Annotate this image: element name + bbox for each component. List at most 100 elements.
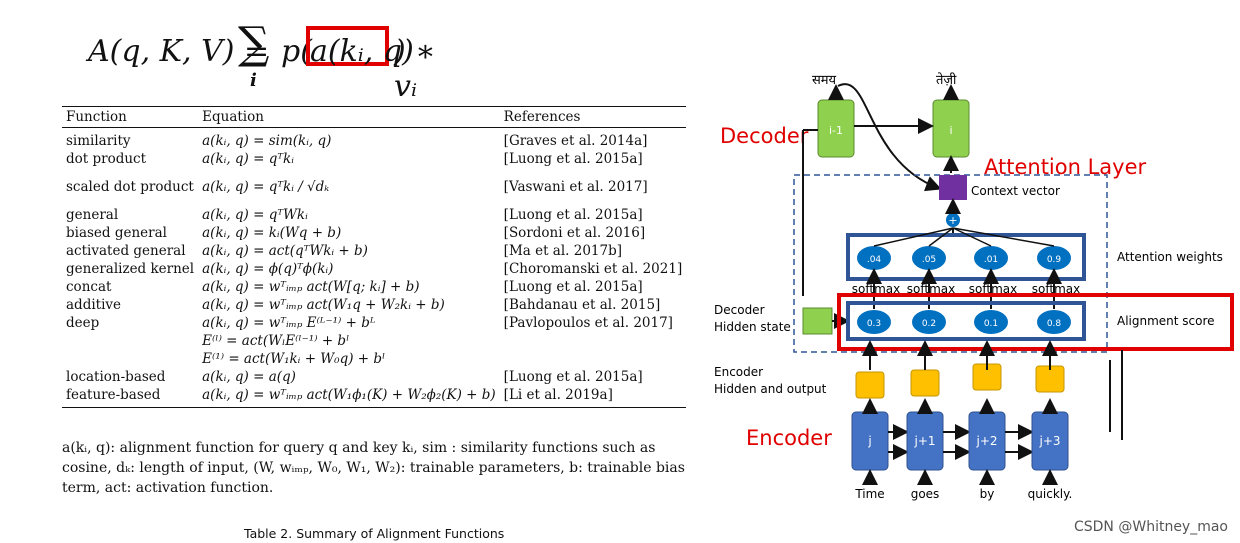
table-cell-equation: a(kᵢ, q) = wᵀᵢₘₚ act(W[q; kᵢ] + b) <box>202 279 420 295</box>
table-cell-reference: [Luong et al. 2015a] <box>503 151 643 167</box>
encoder-cell-label: j+1 <box>913 434 935 448</box>
table-cell-reference: [Ma et al. 2017b] <box>503 243 623 259</box>
input-word: quickly. <box>1028 487 1073 501</box>
table-cell-reference: [Choromanski et al. 2021] <box>503 261 683 277</box>
table-cell-function: general <box>66 207 119 223</box>
input-word: by <box>980 487 995 501</box>
attention-weight-value: .01 <box>984 255 998 265</box>
table-cell-function <box>62 350 198 368</box>
table-cell-equation: a(kᵢ, q) = a(q) <box>202 369 296 385</box>
decoder-cell-prev-label: i-1 <box>829 124 843 137</box>
table-row: generalized kernel a(kᵢ, q) = ϕ(q)ᵀϕ(kᵢ) [… <box>62 260 686 278</box>
sum-node <box>946 213 960 227</box>
encoder-cell-label: j+3 <box>1038 434 1060 448</box>
header-equation: Equation <box>198 106 500 128</box>
table-cell-reference <box>500 332 687 350</box>
input-word: Time <box>854 487 884 501</box>
table-cell-equation: E⁽ˡ⁾ = act(WₗE⁽ˡ⁻¹⁾ + bˡ <box>202 333 350 349</box>
table-cell-function <box>62 332 198 350</box>
table-cell-reference: [Li et al. 2019a] <box>499 386 687 408</box>
table-row: location-based a(kᵢ, q) = a(q) [Luong et a… <box>62 368 686 386</box>
attention-formula: A(q, K, V) = ∑ i p( a(kᵢ, q) ) ∗ vᵢ <box>88 18 468 104</box>
table-cell-equation: a(kᵢ, q) = wᵀᵢₘₚ act(W₁q + W₂kᵢ + b) <box>202 297 445 313</box>
sum-node-label: + <box>948 214 957 227</box>
table-row: scaled dot product a(kᵢ, q) = qᵀkᵢ / √dₖ [… <box>62 168 686 206</box>
alignment-score-value: 0.1 <box>984 319 998 329</box>
table-row: general a(kᵢ, q) = qᵀWkᵢ [Luong et al. 201… <box>62 206 686 224</box>
encoder-hidden-output <box>910 369 940 397</box>
attention-weight-ellipse <box>1037 246 1071 270</box>
attention-layer-frame <box>793 174 1108 353</box>
alignment-score-value: 0.8 <box>1047 319 1062 329</box>
encoder-hidden-output <box>855 371 885 399</box>
encoder-hidden-label-1: Encoder <box>714 365 763 379</box>
table-cell-equation: a(kᵢ, q) = act(qᵀWkᵢ + b) <box>202 243 368 259</box>
table-cell-reference: [Vaswani et al. 2017] <box>503 179 648 195</box>
attention-weights-label: Attention weights <box>1117 250 1223 264</box>
alignment-score-frame <box>846 301 1086 341</box>
table-cell-function: location-based <box>66 369 166 385</box>
input-word: goes <box>911 487 940 501</box>
encoder-hidden-label-2: Hidden and output <box>714 382 827 396</box>
table-cell-equation: a(kᵢ, q) = qᵀWkᵢ <box>202 207 308 223</box>
softmax-label: softmax <box>852 282 900 296</box>
table-cell-reference: [Sordoni et al. 2016] <box>503 225 646 241</box>
table-cell-equation: a(kᵢ, q) = wᵀᵢₘₚ E⁽ᴸ⁻¹⁾ + bᴸ <box>202 315 376 331</box>
table-cell-reference: [Graves et al. 2014a] <box>503 133 648 149</box>
table-cell-equation: E⁽¹⁾ = act(W₁kᵢ + W₀q) + bˡ <box>202 351 386 367</box>
table-cell-equation: a(kᵢ, q) = ϕ(q)ᵀϕ(kᵢ) <box>202 261 334 277</box>
formula-highlight-text: a(kᵢ, q) <box>310 34 414 69</box>
header-function: Function <box>62 106 199 128</box>
table-cell-function: scaled dot product <box>66 179 194 195</box>
decoder-hidden-label-1: Decoder <box>714 303 765 317</box>
table-header-row: Function Equation References <box>62 106 687 128</box>
encoder-cell-label: j <box>867 434 871 448</box>
table-cell-equation: a(kᵢ, q) = qᵀkᵢ <box>202 151 294 167</box>
formula-sigma: ∑ <box>238 18 270 69</box>
formula-lhs: A(q, K, V) = <box>88 34 270 69</box>
table-cell-function: deep <box>66 315 100 331</box>
softmax-label: softmax <box>1032 282 1080 296</box>
table-cell-function: generalized kernel <box>66 261 195 277</box>
table-row: activated general a(kᵢ, q) = act(qᵀWkᵢ + … <box>62 242 686 260</box>
decoder-cell-current-label: i <box>949 124 952 137</box>
alignment-score-ellipse <box>1037 310 1071 334</box>
context-vector <box>939 175 967 200</box>
table-cell-reference: [Luong et al. 2015a] <box>503 207 643 223</box>
formula-highlight-box <box>306 26 389 66</box>
table-row: deep a(kᵢ, q) = wᵀᵢₘₚ E⁽ᴸ⁻¹⁾ + bᴸ [Pavlopo… <box>62 314 686 332</box>
table-cell-reference: [Luong et al. 2015a] <box>503 369 643 385</box>
encoder-label: Encoder <box>746 426 832 450</box>
table-cell-equation: a(kᵢ, q) = kᵢ(Wq + b) <box>202 225 342 241</box>
formula-sum-index: i <box>250 70 257 91</box>
table-cell-function: dot product <box>66 151 147 167</box>
attention-weight-ellipse <box>857 246 891 270</box>
attention-diagram: समय तेज़ी Decoder i-1 i Attention Layer … <box>714 72 1234 501</box>
attention-weight-ellipse <box>912 246 946 270</box>
table-cell-reference: [Pavlopoulos et al. 2017] <box>503 315 673 331</box>
table-cell-function: similarity <box>66 133 131 149</box>
attention-layer-label: Attention Layer <box>984 155 1147 179</box>
table-cell-equation: a(kᵢ, q) = qᵀkᵢ / √dₖ <box>202 179 330 195</box>
softmax-label: softmax <box>969 282 1017 296</box>
encoder-cell-label: j+2 <box>975 434 997 448</box>
decoder-hidden-state <box>802 307 833 335</box>
table-caption: Table 2. Summary of Alignment Functions <box>244 526 505 541</box>
table-cell-reference: [Bahdanau et al. 2015] <box>503 297 661 313</box>
attention-weight-value: .04 <box>867 255 882 265</box>
table-row: E⁽ˡ⁾ = act(WₗE⁽ˡ⁻¹⁾ + bˡ <box>62 332 686 350</box>
table-cell-function: activated general <box>66 243 186 259</box>
top-word-left: समय <box>812 73 837 88</box>
table-footnote: a(kᵢ, q): alignment function for query q… <box>62 440 685 496</box>
table-row: E⁽¹⁾ = act(W₁kᵢ + W₀q) + bˡ <box>62 350 686 368</box>
attention-weight-ellipse <box>974 246 1008 270</box>
alignment-score-ellipse <box>857 310 891 334</box>
